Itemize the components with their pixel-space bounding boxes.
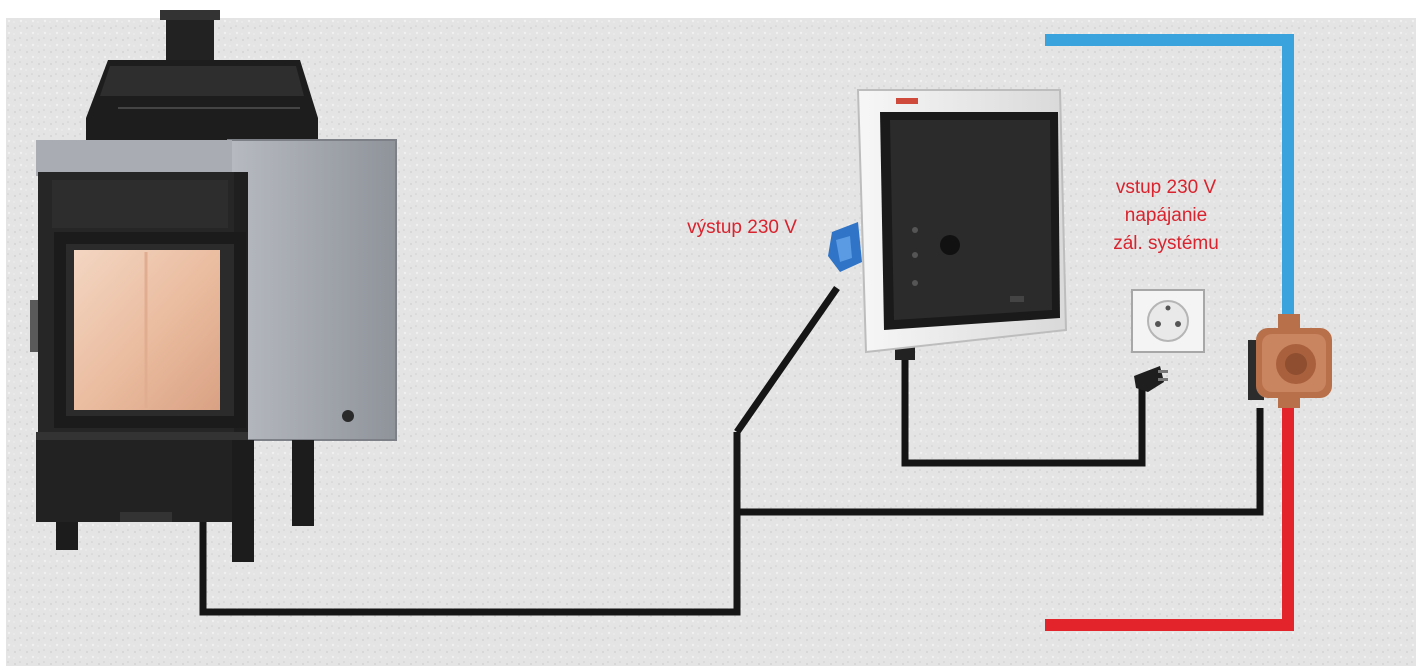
fireplace-stove-icon	[30, 10, 397, 562]
input-voltage-label-line3: zál. systému	[1113, 233, 1219, 254]
cables	[199, 286, 1264, 616]
pump-cable	[733, 408, 1264, 516]
output-voltage-label: výstup 230 V	[687, 217, 797, 238]
output-cable	[734, 286, 840, 434]
power-cable	[901, 358, 1146, 467]
output-connector-icon	[828, 222, 862, 272]
wall-socket-icon	[1131, 289, 1205, 353]
power-plug-icon	[1134, 366, 1168, 392]
hot-water-pipe	[1045, 398, 1294, 631]
control-box-icon	[856, 89, 1068, 360]
input-voltage-label-line2: napájanie	[1125, 205, 1207, 226]
cold-water-pipe	[1045, 34, 1294, 318]
input-voltage-label-line1: vstup 230 V	[1116, 177, 1217, 198]
stove-cable	[199, 432, 741, 616]
circulation-pump-icon	[1248, 314, 1332, 408]
